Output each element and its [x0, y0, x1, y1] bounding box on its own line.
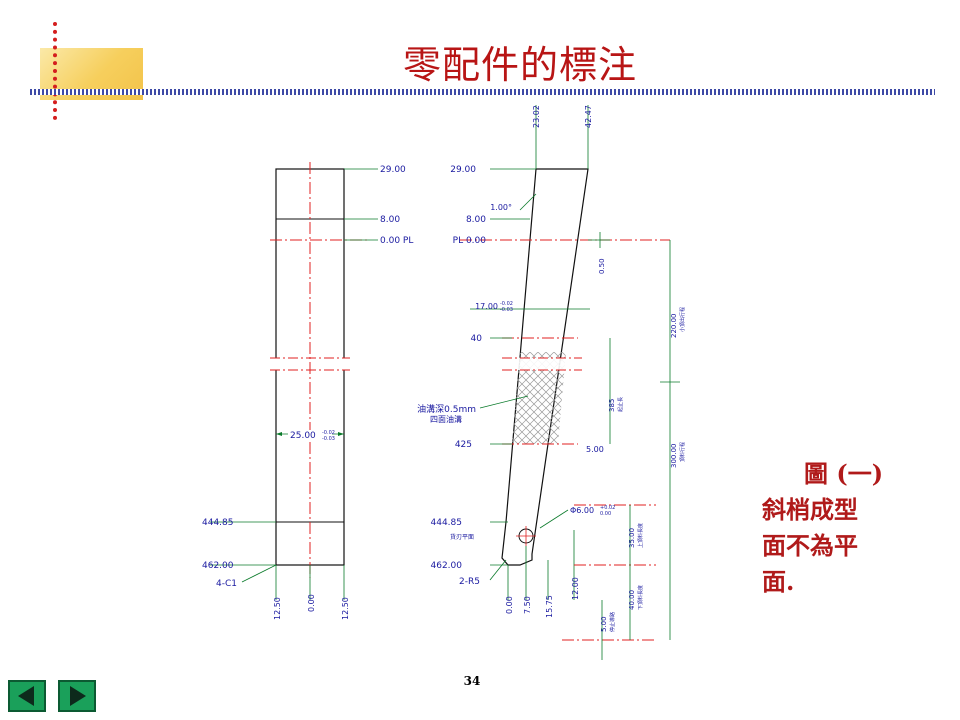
oil-groove-hatch	[512, 352, 566, 444]
red-dotted-vertical-rule	[53, 22, 61, 120]
left-view: 29.00 8.00 0.00 PL 444.85 462.00 4-C1 12…	[202, 162, 413, 620]
pin-diameter: Φ6.00	[570, 506, 594, 515]
left-width-tol-lower: -0.03	[322, 436, 335, 442]
right-dim-385: 385	[608, 399, 616, 412]
engineering-drawing: 29.00 8.00 0.00 PL 444.85 462.00 4-C1 12…	[202, 105, 686, 660]
oil-groove-depth: 油溝深0.5mm	[417, 403, 476, 415]
right-dim-29: 29.00	[450, 165, 476, 175]
oil-groove-faces: 四面油溝	[430, 414, 462, 424]
right-x-15-75: 15.75	[545, 595, 554, 618]
right-dim-17-tol-lower: -0.03	[500, 307, 513, 313]
right-top-42: 42.47	[584, 105, 593, 128]
right-dim-pl: PL 0.00	[453, 236, 487, 246]
pin-tol-lower: 0.00	[600, 511, 611, 517]
left-x-12-5a: 12.50	[273, 597, 282, 620]
right-dim-425: 425	[455, 440, 472, 450]
previous-slide-button[interactable]	[8, 680, 46, 712]
right-label-35: 上頂料長度	[637, 523, 644, 548]
next-slide-button[interactable]	[58, 680, 96, 712]
right-radius: 2-R5	[459, 577, 480, 587]
right-dim-40-bottom: 40.00	[628, 590, 636, 610]
right-part-outline	[501, 168, 589, 566]
blue-dotted-horizontal-rule	[30, 89, 935, 95]
right-dim-0-5: 0.50	[598, 258, 606, 274]
caption-line-2: 斜梢成型	[762, 495, 858, 524]
right-dim-462: 462.00	[431, 561, 463, 571]
pin-tol-upper: +0.02	[600, 505, 615, 511]
left-x-12-5b: 12.50	[341, 597, 350, 620]
right-dim-5-top: 5.00	[586, 445, 604, 454]
right-dim-40: 40	[471, 334, 483, 344]
left-arrow-icon	[18, 686, 34, 706]
caption-line-1: 圖 (一)	[804, 459, 884, 488]
left-dim-29: 29.00	[380, 165, 406, 175]
right-label-220: 小頂出行程	[679, 307, 686, 332]
caption-line-3: 面不為平	[762, 531, 858, 560]
left-dim-pl: 0.00 PL	[380, 236, 413, 246]
right-dim-5-bottom: 5.00	[600, 616, 608, 632]
right-label-stop: 停止導路	[609, 612, 616, 632]
left-dim-444: 444.85	[202, 518, 234, 528]
left-dim-8: 8.00	[380, 215, 400, 225]
right-arrow-icon	[70, 686, 86, 706]
left-width-25: 25.00	[290, 431, 316, 441]
caption-line-4: 面.	[762, 567, 795, 596]
right-dim-17-tol-upper: -0.02	[500, 301, 513, 307]
slide-title: 零配件的標注	[402, 43, 637, 87]
left-chamfer: 4-C1	[216, 579, 237, 589]
left-dim-462: 462.00	[202, 561, 234, 571]
figure-caption: 圖 (一) 斜梢成型 面不為平 面.	[762, 456, 912, 600]
right-view: 23.02 42.47 29.00 1.00° 8.00 PL 0.00 17.…	[417, 105, 686, 660]
right-top-23: 23.02	[532, 105, 541, 128]
page-number: 34	[463, 674, 481, 688]
right-dim-444: 444.85	[431, 518, 463, 528]
right-x-0: 0.00	[505, 596, 514, 614]
right-label-300: 頂料行程	[679, 442, 686, 462]
right-label-385: 起止長	[617, 397, 624, 412]
right-dim-35: 35.00	[628, 528, 636, 548]
left-x-0: 0.00	[307, 594, 316, 612]
right-dim-17: 17.00	[475, 302, 498, 311]
right-label-40: 下頂料長度	[637, 585, 644, 610]
right-dim-220: 220.00	[670, 314, 678, 339]
right-x-12: 12.00	[571, 577, 580, 600]
right-angle: 1.00°	[490, 203, 512, 212]
left-width-tol-upper: -0.02	[322, 430, 335, 436]
right-flat-face: 貨刃平面	[450, 533, 474, 541]
right-dim-8: 8.00	[466, 215, 486, 225]
right-dim-300: 300.00	[670, 444, 678, 469]
right-x-7-5: 7.50	[523, 596, 532, 614]
